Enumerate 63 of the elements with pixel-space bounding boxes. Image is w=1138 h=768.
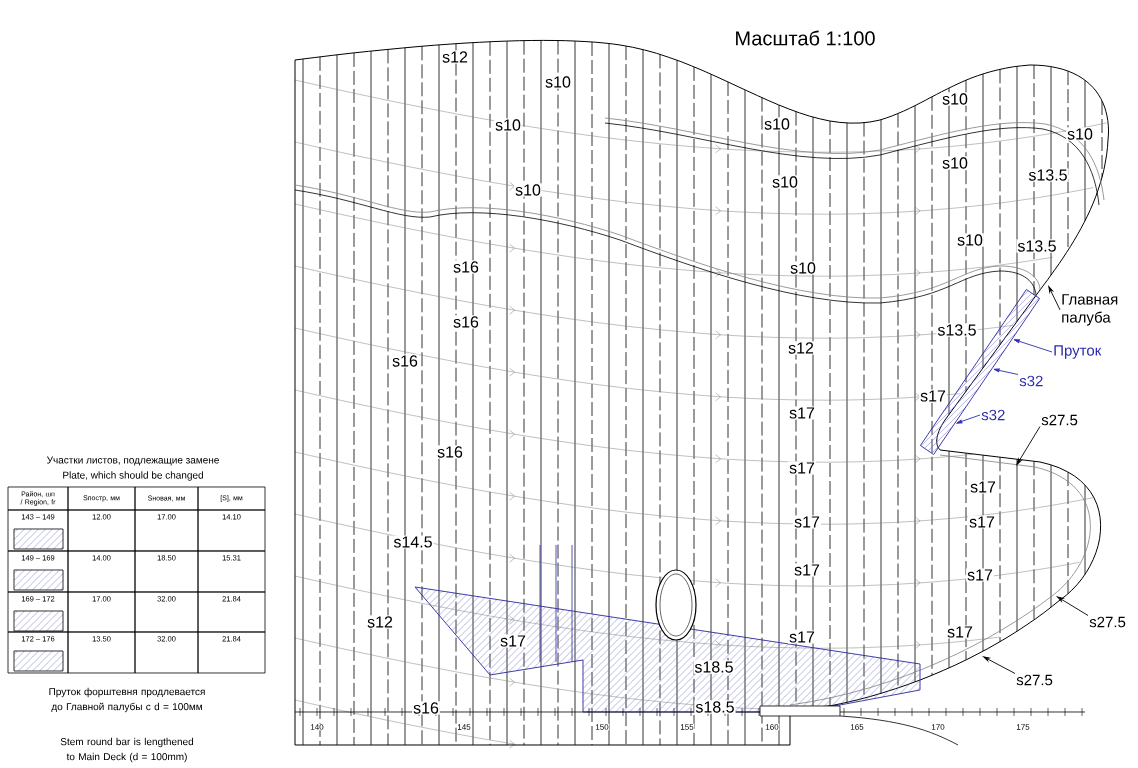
note-text: Stem round bar is lengthened to Main Deck (d = 100mm) [60,737,194,763]
thickness-label: s13.5 [1016,239,1058,253]
thickness-label: s10 [941,156,969,170]
thickness-label: s16 [412,701,440,715]
thickness-label: s10 [789,261,817,275]
thickness-label: s10 [956,233,984,247]
thickness-label: s16 [452,315,480,329]
thickness-label: s13.5 [1027,168,1069,182]
callout-text: s32 [981,409,1005,421]
thickness-label: s10 [544,75,572,89]
thickness-label: s10 [494,118,522,132]
leader-line [1016,426,1041,465]
leader-line [956,414,981,424]
frame-number: 175 [1015,723,1031,731]
thickness-label: s17 [793,563,821,577]
leader-line [983,656,1016,674]
thickness-label: s16 [436,445,464,459]
frame-number: 160 [764,723,780,731]
stem-bar [919,289,1041,455]
frame-number: 170 [930,723,946,731]
leader-line [1013,339,1053,353]
frame-number: 140 [309,723,325,731]
thickness-label: s17 [968,515,996,529]
thickness-label: s17 [946,625,974,639]
thickness-label: s17 [788,406,816,420]
thickness-label: s17 [919,389,947,403]
thickness-label: s14.5 [392,535,434,549]
table-title: Plate, which should be changed [63,471,203,481]
callout-text: s27.5 [1016,674,1053,686]
thickness-label: s17 [793,515,821,529]
thickness-label: s17 [499,634,527,648]
leader-line [1048,286,1061,311]
thickness-label: s10 [771,175,799,189]
thickness-label: s18.5 [694,700,736,714]
thickness-label: s12 [787,341,815,355]
thickness-label: s18.5 [693,660,735,674]
thickness-label: s10 [763,117,791,131]
leader-line [1057,596,1089,616]
callout-text: s27.5 [1089,616,1126,628]
thickness-label: s16 [452,260,480,274]
thickness-label: s17 [788,461,816,475]
thickness-label: s13.5 [936,323,978,337]
frame-number: 145 [456,723,472,731]
thickness-label: s16 [391,354,419,368]
thickness-label: s10 [1066,127,1094,141]
callout-text: s32 [1019,375,1043,387]
frame-number: 150 [594,723,610,731]
thickness-label: s10 [514,183,542,197]
scale-title: Масштаб 1:100 [736,30,875,46]
frame-number: 155 [679,723,695,731]
note-text: Пруток форштевня продлевается до Главной палубы с d = 100мм [49,687,205,713]
frame-number: 165 [849,723,865,731]
table-title: Участки листов, подлежащие замене [46,456,219,466]
leader-line [993,368,1019,375]
callout-text: Пруток [1054,345,1102,359]
thickness-label: s17 [966,568,994,582]
thickness-label: s17 [969,480,997,494]
thickness-label: s10 [941,92,969,106]
callout-text: s27.5 [1041,414,1078,426]
thickness-label: s17 [788,630,816,644]
callout-text: Главная палуба [1062,294,1118,326]
thickness-label: s12 [441,50,469,64]
thickness-label: s12 [366,615,394,629]
